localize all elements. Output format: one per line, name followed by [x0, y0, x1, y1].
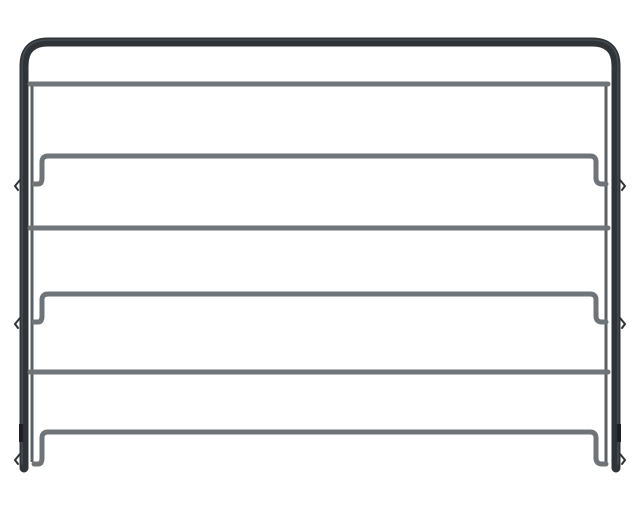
left-post-cap [19, 424, 23, 442]
left-hooks [13, 179, 21, 465]
bent-rail-2 [31, 291, 609, 325]
bent-rail-1 [31, 153, 609, 187]
right-hooks [619, 179, 627, 465]
frame-outer [19, 37, 621, 473]
frame-highlight [21, 39, 619, 465]
bent-rail-3 [31, 429, 609, 467]
right-post-cap [617, 424, 621, 442]
